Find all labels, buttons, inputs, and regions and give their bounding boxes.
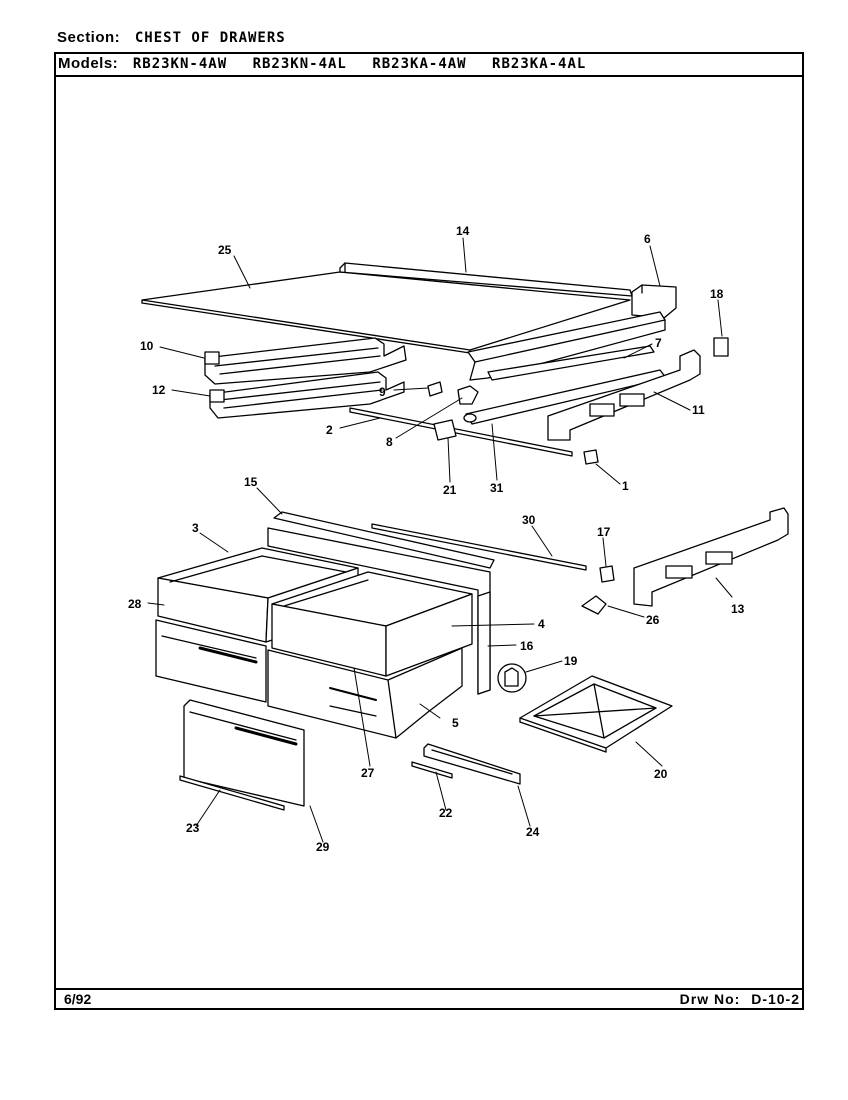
callout-label: 18 [710, 287, 724, 301]
model-number: RB23KA-4AL [492, 56, 587, 72]
section-label: Section: [57, 29, 121, 46]
slide-part [423, 743, 521, 785]
callout-label: 15 [244, 475, 258, 489]
callout-label: 3 [192, 521, 199, 535]
callout-label: 22 [439, 806, 453, 820]
callout-label: 5 [452, 716, 459, 730]
header-rule [54, 75, 804, 77]
callout-label: 12 [152, 383, 166, 397]
shelf-support-rail [467, 311, 666, 381]
section-header: Section: CHEST OF DRAWERS [57, 29, 286, 46]
footer-rule [54, 988, 804, 990]
callout-label: 23 [186, 821, 200, 835]
pin-part [411, 761, 453, 779]
revision-date: 6/92 [64, 991, 92, 1007]
lower-right-support-part [633, 507, 789, 607]
small-clip-part [583, 449, 599, 465]
cam-part [581, 595, 607, 615]
callout-label: 27 [361, 766, 375, 780]
drawing-frame [54, 52, 804, 1010]
models-label: Models: [58, 55, 119, 72]
callout-label: 31 [490, 481, 504, 495]
callout-label: 13 [731, 602, 745, 616]
callout-label: 19 [564, 654, 578, 668]
callout-label: 11 [692, 403, 705, 417]
callout-label: 4 [538, 617, 545, 631]
callout-label: 20 [654, 767, 668, 781]
callout-label: 6 [644, 232, 651, 246]
drawer-trim-part [179, 775, 285, 811]
callout-label: 24 [526, 825, 540, 839]
callout-label: 7 [655, 336, 662, 350]
long-rod-part [371, 523, 587, 571]
callout-label: 17 [597, 525, 611, 539]
callout-label: 2 [326, 423, 333, 437]
callout-label: 1 [622, 479, 629, 493]
left-rail-upper-part [204, 337, 407, 385]
drawing-number: D-10-2 [751, 991, 800, 1007]
section-title: CHEST OF DRAWERS [134, 30, 286, 46]
clip-19-part [497, 663, 527, 693]
drawer-front-panel-part [183, 699, 305, 807]
end-cap-part [631, 284, 677, 319]
callout-label: 8 [386, 435, 393, 449]
callout-label: 30 [522, 513, 536, 527]
small-bracket-part [599, 565, 615, 583]
callout-label: 10 [140, 339, 154, 353]
glass-shelf-part [141, 271, 631, 354]
callout-label: 9 [379, 385, 386, 399]
model-number: RB23KA-4AW [372, 56, 467, 72]
upper-right-drawer [271, 571, 473, 677]
callout-label: 28 [128, 597, 142, 611]
callout-label: 26 [646, 613, 660, 627]
right-support-part [547, 349, 701, 441]
crisper-cover-part [519, 675, 673, 753]
latch-part [713, 337, 729, 357]
slide-rail-part [487, 345, 655, 381]
front-trim-part [273, 511, 495, 569]
callout-label: 25 [218, 243, 232, 257]
lower-left-drawer [155, 619, 267, 703]
leader-lines [147, 237, 733, 843]
shelf-trim-part [339, 262, 633, 297]
drawing-number-block: Drw No: D-10-2 [680, 991, 800, 1007]
callout-labels: 25 14 6 18 10 7 12 9 11 2 8 21 31 1 15 3… [128, 224, 745, 854]
block-part [433, 419, 457, 441]
divider-panel-part [477, 591, 491, 695]
callout-label: 16 [520, 639, 534, 653]
callout-label: 21 [443, 483, 457, 497]
models-list: RB23KN-4AW RB23KN-4AL RB23KA-4AW RB23KA-… [133, 56, 603, 72]
clip-part [427, 381, 443, 397]
drawing-number-label: Drw No: [679, 991, 741, 1007]
models-header: Models: RB23KN-4AW RB23KN-4AL RB23KA-4AW… [58, 55, 602, 72]
left-rail-lower-part [209, 371, 405, 419]
callout-label: 29 [316, 840, 330, 854]
lower-right-drawer [267, 647, 463, 739]
rod-part [349, 407, 573, 457]
bracket-part [457, 385, 479, 405]
model-number: RB23KN-4AL [252, 56, 347, 72]
model-number: RB23KN-4AW [132, 56, 228, 72]
callout-label: 14 [456, 224, 470, 238]
